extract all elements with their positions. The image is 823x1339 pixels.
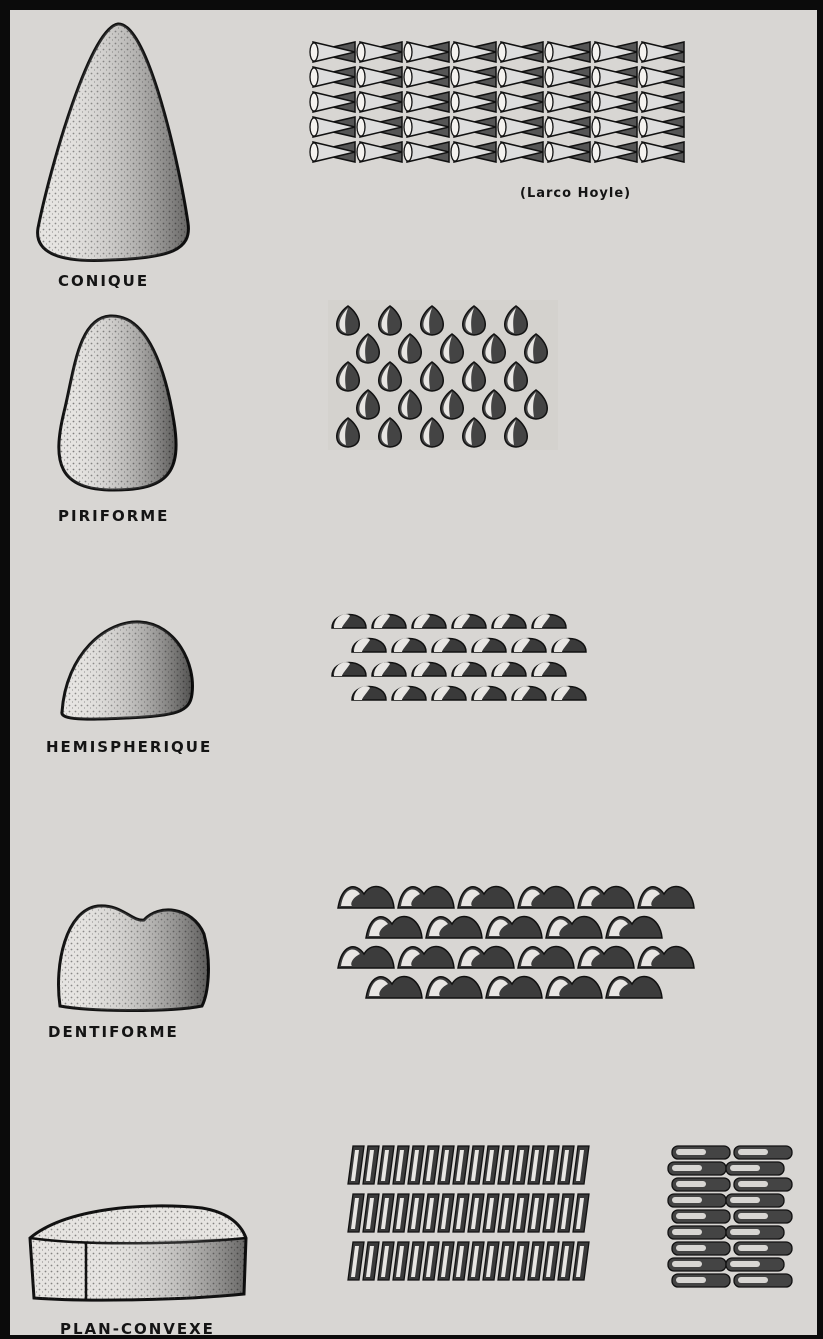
pattern-unit [498, 143, 506, 161]
pattern-unit [639, 68, 647, 86]
pattern-unit [357, 143, 365, 161]
label-dentiforme: DENTIFORME [48, 1023, 179, 1041]
pattern-dentiforme-wall [332, 868, 702, 1008]
pattern-unit [404, 118, 412, 136]
label-plan-convexe: PLAN-CONVEXE [60, 1320, 215, 1335]
pattern-unit [545, 93, 553, 111]
pattern-unit [592, 43, 600, 61]
pattern-unit [310, 118, 318, 136]
pattern-unit [676, 1213, 706, 1219]
pattern-unit [451, 93, 459, 111]
pattern-unit [639, 143, 647, 161]
pattern-unit [672, 1165, 702, 1171]
pattern-hemispherique-wall [322, 604, 572, 714]
label-piriforme: PIRIFORME [58, 507, 169, 525]
pattern-unit [545, 68, 553, 86]
pattern-unit [730, 1165, 760, 1171]
pattern-unit [676, 1181, 706, 1187]
pattern-unit [498, 118, 506, 136]
pattern-unit [738, 1149, 768, 1155]
pattern-unit [404, 43, 412, 61]
pattern-unit [404, 68, 412, 86]
pattern-unit [310, 93, 318, 111]
pattern-unit [672, 1229, 702, 1235]
pattern-unit [672, 1197, 702, 1203]
pattern-plan-convexe-herringbone [340, 1136, 600, 1286]
page: CONIQUE (Larco Hoyle) PIRIFORME HEMISPHE… [10, 10, 817, 1335]
piriforme-brick-drawing [48, 312, 188, 502]
pattern-unit [738, 1245, 768, 1251]
row-piriforme: PIRIFORME [10, 310, 817, 540]
row-plan-convexe: PLAN-CONVEXE [10, 1130, 817, 1335]
pattern-unit [451, 68, 459, 86]
pattern-unit [498, 93, 506, 111]
pattern-unit [676, 1277, 706, 1283]
pattern-unit [592, 93, 600, 111]
pattern-unit [676, 1149, 706, 1155]
pattern-unit [730, 1261, 760, 1267]
pattern-unit [639, 93, 647, 111]
plan-convexe-brick-drawing [26, 1198, 256, 1308]
row-conique: CONIQUE (Larco Hoyle) [10, 10, 817, 310]
pattern-unit [676, 1245, 706, 1251]
dentiforme-brick-drawing [52, 894, 212, 1019]
pattern-unit [730, 1197, 760, 1203]
row-dentiforme: DENTIFORME [10, 880, 817, 1050]
pattern-unit [404, 143, 412, 161]
pattern-unit [738, 1277, 768, 1283]
pattern-unit [357, 43, 365, 61]
pattern-unit [639, 118, 647, 136]
pattern-unit [592, 118, 600, 136]
pattern-unit [639, 43, 647, 61]
label-conique: CONIQUE [58, 272, 149, 290]
pattern-unit [738, 1181, 768, 1187]
pattern-unit [730, 1229, 760, 1235]
pattern-unit [498, 68, 506, 86]
pattern-unit [592, 143, 600, 161]
pattern-unit [592, 68, 600, 86]
conique-brick-drawing [30, 18, 210, 268]
pattern-unit [310, 68, 318, 86]
pattern-unit [357, 93, 365, 111]
pattern-unit [672, 1261, 702, 1267]
pattern-unit [545, 43, 553, 61]
pattern-unit [498, 43, 506, 61]
pattern-unit [357, 68, 365, 86]
pattern-unit [738, 1213, 768, 1219]
pattern-unit [451, 118, 459, 136]
pattern-unit [451, 143, 459, 161]
pattern-unit [404, 93, 412, 111]
pattern-plan-convexe-stacked [666, 1140, 801, 1290]
label-hemispherique: HEMISPHERIQUE [46, 738, 212, 756]
pattern-unit [310, 43, 318, 61]
pattern-unit [451, 43, 459, 61]
pattern-unit [545, 118, 553, 136]
pattern-unit [545, 143, 553, 161]
hemispherique-brick-drawing [56, 614, 206, 724]
pattern-unit [310, 143, 318, 161]
source-credit: (Larco Hoyle) [520, 186, 631, 201]
pattern-unit [357, 118, 365, 136]
row-hemispherique: HEMISPHERIQUE [10, 600, 817, 780]
pattern-conique-wall [307, 40, 685, 180]
pattern-piriforme-wall [328, 300, 558, 450]
